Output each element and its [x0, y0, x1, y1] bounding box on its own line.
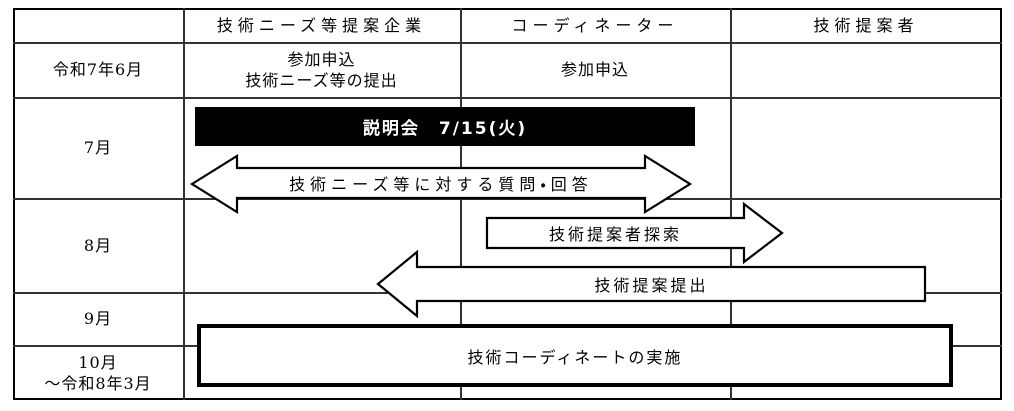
- grid-vline-2: [460, 8, 462, 400]
- qa-double-arrow: [189, 154, 693, 214]
- june-company-line1: 参加申込: [287, 49, 356, 69]
- briefing-bar-label: 説明会 7/15(火): [362, 119, 528, 139]
- header-needs-company: 技術ニーズ等提案企業: [216, 15, 427, 35]
- qa-arrow-label: 技術ニーズ等に対する質問・回答: [289, 175, 593, 194]
- proposal-submission-arrow: [376, 249, 927, 319]
- june-company-cell: 参加申込 技術ニーズ等の提出: [183, 42, 460, 97]
- table-outer-border: [13, 8, 1002, 400]
- row-label-august: 8月: [83, 235, 113, 255]
- october-label-line2: ～令和8年3月: [44, 373, 152, 393]
- row-label-october: 10月 ～令和8年3月: [13, 345, 183, 400]
- grid-hline-1: [13, 42, 1002, 44]
- briefing-bar: 説明会 7/15(火): [195, 107, 695, 146]
- proposer-search-arrow: [485, 201, 784, 265]
- row-label-june: 令和7年6月: [52, 60, 144, 79]
- grid-hline-2: [13, 97, 1002, 99]
- coordination-box: 技術コーディネートの実施: [197, 324, 953, 387]
- header-coordinator: コーディネーター: [511, 15, 679, 35]
- header-proposer: 技術提案者: [813, 15, 919, 35]
- search-arrow-label: 技術提案者探索: [548, 224, 682, 244]
- row-label-september: 9月: [83, 309, 113, 328]
- june-coordinator-cell: 参加申込: [560, 60, 629, 79]
- row-label-july: 7月: [83, 138, 113, 157]
- coordination-box-label: 技術コーディネートの実施: [467, 347, 683, 367]
- grid-vline-1: [183, 8, 185, 400]
- proposal-arrow-label: 技術提案提出: [594, 276, 709, 295]
- october-label-line1: 10月: [78, 352, 118, 372]
- grid-vline-3: [730, 8, 732, 400]
- june-company-line2: 技術ニーズ等の提出: [245, 70, 398, 90]
